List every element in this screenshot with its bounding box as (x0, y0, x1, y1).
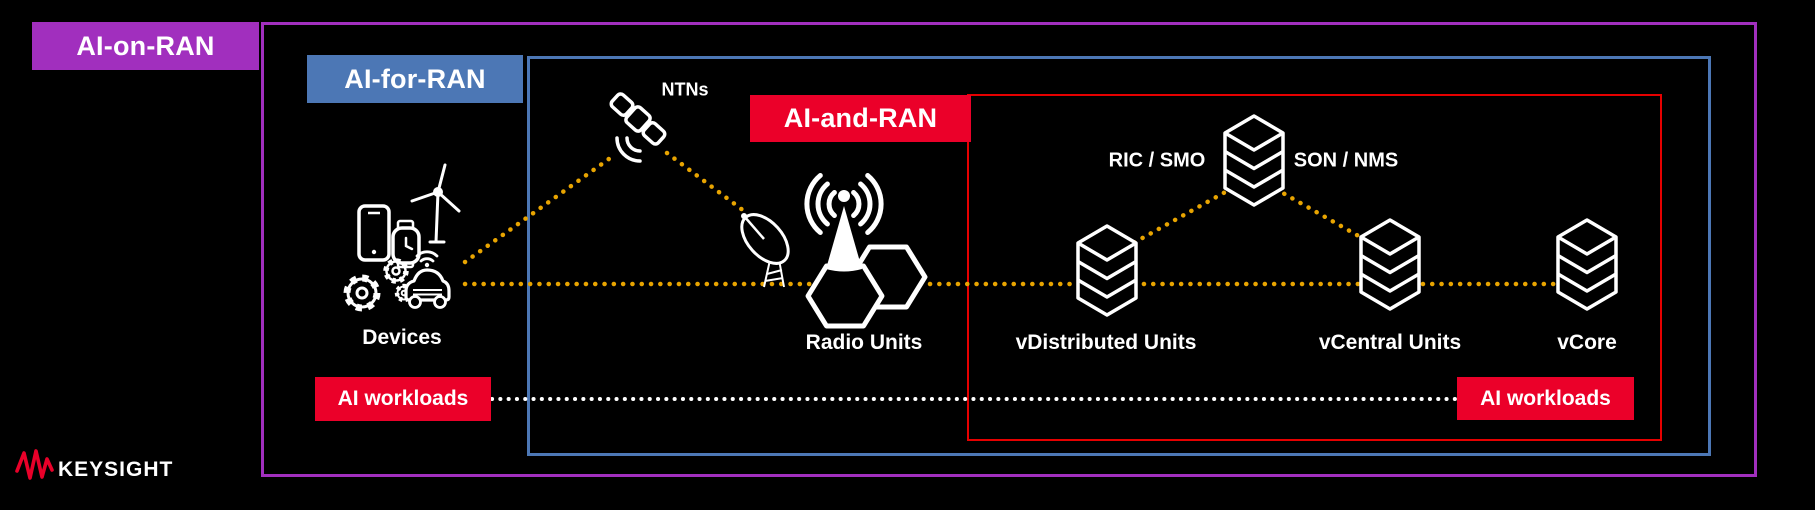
ai-workloads-badge-right: AI workloads (1457, 377, 1634, 420)
keysight-logo-icon (15, 449, 54, 480)
vcore-server-icon (1556, 218, 1618, 311)
ric-smo-server-icon (1223, 114, 1285, 207)
ai-workloads-right-text: AI workloads (1480, 386, 1611, 410)
smartphone-icon (357, 204, 391, 262)
radio-tower-icon (804, 173, 884, 272)
ai-workloads-left-text: AI workloads (337, 387, 469, 410)
ai-and-ran-region-box (967, 94, 1662, 441)
vdistributed-units-server-icon (1076, 224, 1138, 317)
ai-for-ran-region-box (527, 56, 1711, 456)
satellite-icon (609, 92, 667, 163)
radio-units-label: Radio Units (805, 331, 923, 354)
son-nms-label: SON / NMS (1293, 149, 1399, 172)
ai-workloads-badge-left: AI workloads (315, 377, 491, 421)
ai-on-ran-region-box (261, 22, 1757, 477)
ric-smo-label: RIC / SMO (1108, 149, 1206, 172)
wind-turbine-icon (410, 163, 461, 244)
devices-icon-group (343, 163, 461, 312)
ai-on-ran-label-text: AI-on-RAN (76, 30, 215, 61)
vdistributed-units-label: vDistributed Units (1015, 331, 1197, 354)
keysight-logo-text: KEYSIGHT (58, 458, 174, 481)
ai-for-ran-label-text: AI-for-RAN (344, 63, 486, 94)
connected-car-icon (404, 250, 451, 309)
connector-ntn-to-dish (664, 150, 751, 217)
connector-devices-to-ntn (462, 153, 616, 265)
ai-on-ran-label: AI-on-RAN (32, 22, 259, 70)
ai-and-ran-label-text: AI-and-RAN (783, 103, 938, 133)
vcentral-units-server-icon (1359, 218, 1421, 311)
ntns-label: NTNs (661, 79, 709, 100)
vcore-label: vCore (1557, 331, 1617, 354)
hexagon-cells-icon (805, 244, 928, 329)
ai-and-ran-label: AI-and-RAN (750, 95, 971, 142)
connector-ricsmo-to-vcu (1257, 177, 1395, 258)
devices-label: Devices (362, 326, 442, 349)
ai-for-ran-label: AI-for-RAN (307, 55, 523, 103)
satellite-dish-icon (740, 213, 790, 288)
vcentral-units-label: vCentral Units (1318, 331, 1462, 354)
